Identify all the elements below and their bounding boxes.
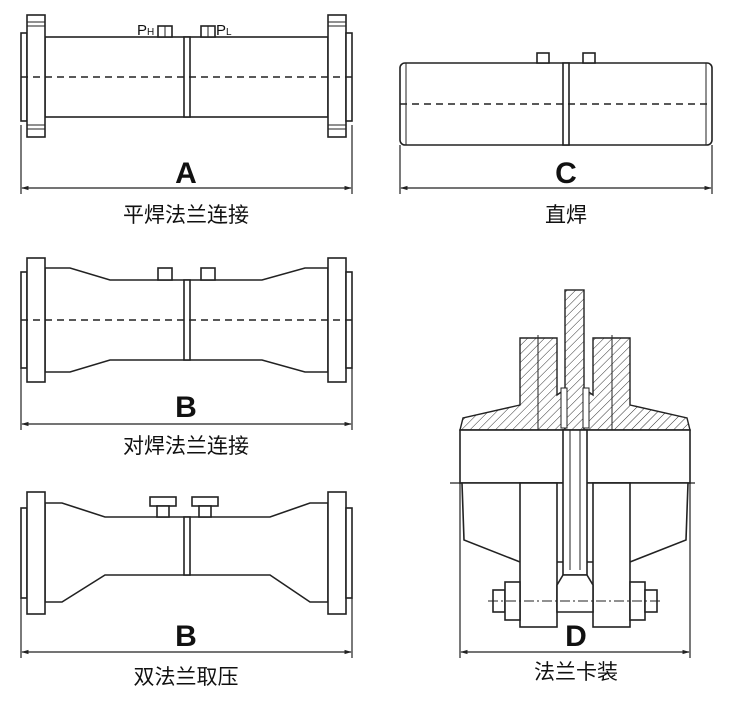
low-pressure-tap [200,267,216,281]
high-pressure-tap [536,52,550,64]
clamp-bolt [488,581,662,621]
dimension-label-d: D [565,620,587,653]
plate-handle [562,429,588,576]
panel-a-slip-on-flange: PH PL A 平焊法兰连接 [20,14,353,227]
dimension-label-a: A [175,157,197,190]
flange-plate-left [519,482,558,628]
dimension-label-b2: B [175,620,197,653]
panel-b-weld-neck-flange: B 对焊法兰连接 [20,257,353,458]
flange-right [327,491,347,615]
orifice-joint [183,516,191,576]
caption-a: 平焊法兰连接 [123,203,249,227]
right-hub-section [582,337,691,431]
high-pressure-label: PH [137,22,154,39]
caption-b1: 对焊法兰连接 [123,434,249,458]
panel-c-direct-weld: C 直焊 [399,52,713,227]
left-hub-section [459,337,568,431]
flange-left [26,491,46,615]
gasket-left [560,387,568,429]
low-pressure-flange-tap [191,496,219,518]
high-pressure-flange-tap [149,496,177,518]
panel-b-double-flange-tap: B 双法兰取压 [20,491,353,689]
caption-c: 直焊 [545,203,587,227]
dimension-label-c: C [555,157,577,190]
flange-plate-right [592,482,631,628]
caption-b2: 双法兰取压 [134,665,239,689]
flange-right [327,14,347,138]
flange-left [26,14,46,138]
high-pressure-tap [157,267,173,281]
panel-d-flange-clamp-section: D 法兰卡装 [450,289,695,684]
gasket-right [582,387,590,429]
caption-d: 法兰卡装 [534,660,618,684]
low-pressure-label: PL [216,22,232,39]
low-pressure-tap [582,52,596,64]
dimension-label-b1: B [175,391,197,424]
